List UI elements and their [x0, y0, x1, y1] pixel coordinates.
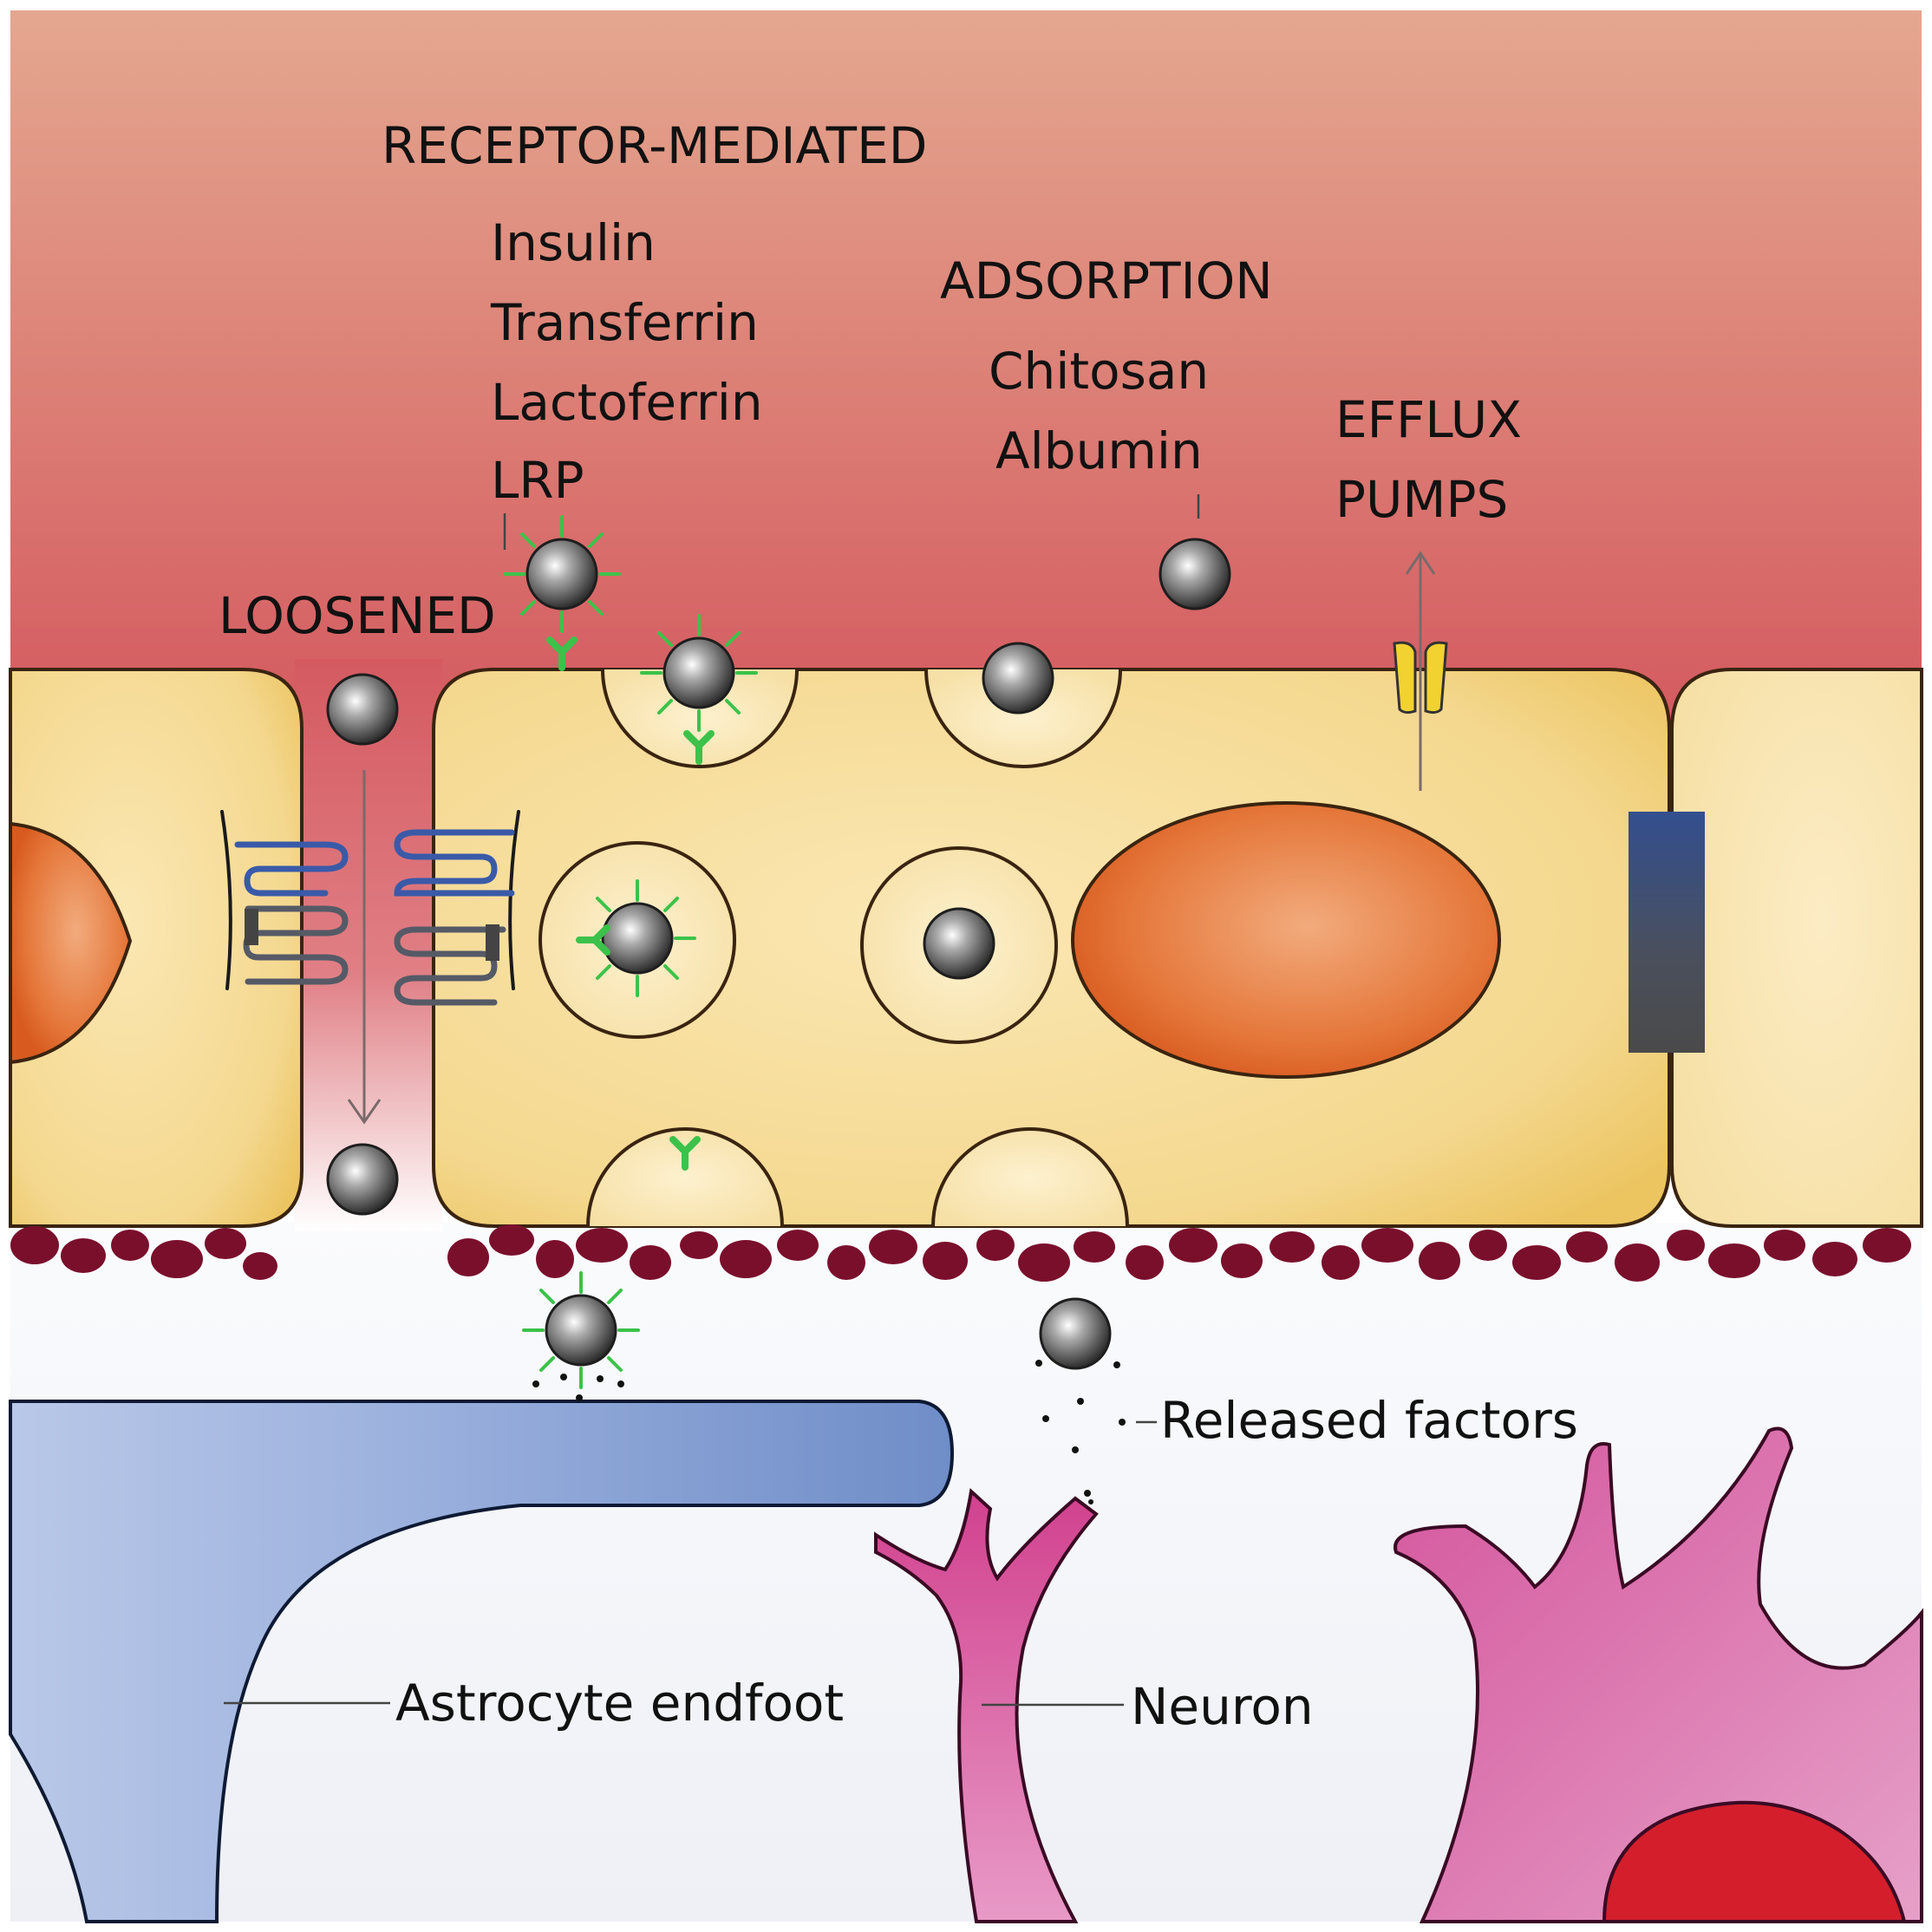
efflux-arrow [1405, 551, 1436, 791]
label-astrocyte-endfoot: Astrocyte endfoot [395, 1674, 844, 1733]
label-lrp: LRP [491, 451, 584, 510]
efflux-pump [1393, 641, 1448, 715]
endothelial-cell-right [1670, 668, 1923, 1228]
label-released-factors: Released factors [1160, 1391, 1578, 1450]
label-lactoferrin: Lactoferrin [491, 373, 763, 432]
label-albumin: Albumin [995, 421, 1203, 480]
label-adsorption: ADSORPTION [940, 251, 1273, 310]
basement-membrane [10, 1224, 1911, 1282]
label-insulin: Insulin [491, 213, 656, 272]
particle-loosened-top [326, 673, 399, 746]
vesicle-top-adsorption [924, 669, 1122, 768]
label-neuron: Neuron [1131, 1677, 1314, 1736]
label-receptor-mediated: RECEPTOR-MEDIATED [382, 116, 927, 175]
particle-adsorption-released [1039, 1297, 1112, 1370]
particle-adsorption-internal [923, 907, 995, 980]
blood-lumen [10, 10, 1922, 721]
endothelial-cell-left [9, 668, 304, 1228]
particle-loosened-bottom [326, 1143, 399, 1216]
vesicle-bottom-receptor [586, 1127, 784, 1227]
vesicle-bottom-adsorption [931, 1127, 1129, 1227]
released-factor-dots [532, 1360, 1126, 1504]
label-loosened: LOOSENED [219, 586, 496, 645]
label-pumps: PUMPS [1335, 470, 1508, 529]
loosened-arrow [347, 770, 382, 1125]
paracellular-gap [295, 659, 442, 1231]
label-efflux: EFFLUX [1335, 390, 1522, 449]
nucleus-left [9, 821, 133, 1065]
neuron-cell-body [1394, 1426, 1923, 1923]
particle-albumin [1159, 538, 1231, 610]
particle-receptor-released [522, 1271, 640, 1389]
nucleus-center [1071, 801, 1501, 1079]
neuron-nucleus [1602, 1800, 1907, 1923]
particle-receptor-vesicle [640, 614, 758, 732]
label-transferrin: Transferrin [490, 293, 759, 352]
leader-lines [224, 494, 1200, 1707]
label-chitosan: Chitosan [989, 342, 1209, 401]
neuron-dendrite [874, 1488, 1099, 1923]
astrocyte-endfoot [9, 1400, 955, 1923]
particle-adsorption-vesicle [982, 642, 1054, 715]
junction-block [1628, 812, 1705, 1053]
particle-lrp [503, 515, 621, 633]
tight-junction-left [220, 810, 520, 1006]
